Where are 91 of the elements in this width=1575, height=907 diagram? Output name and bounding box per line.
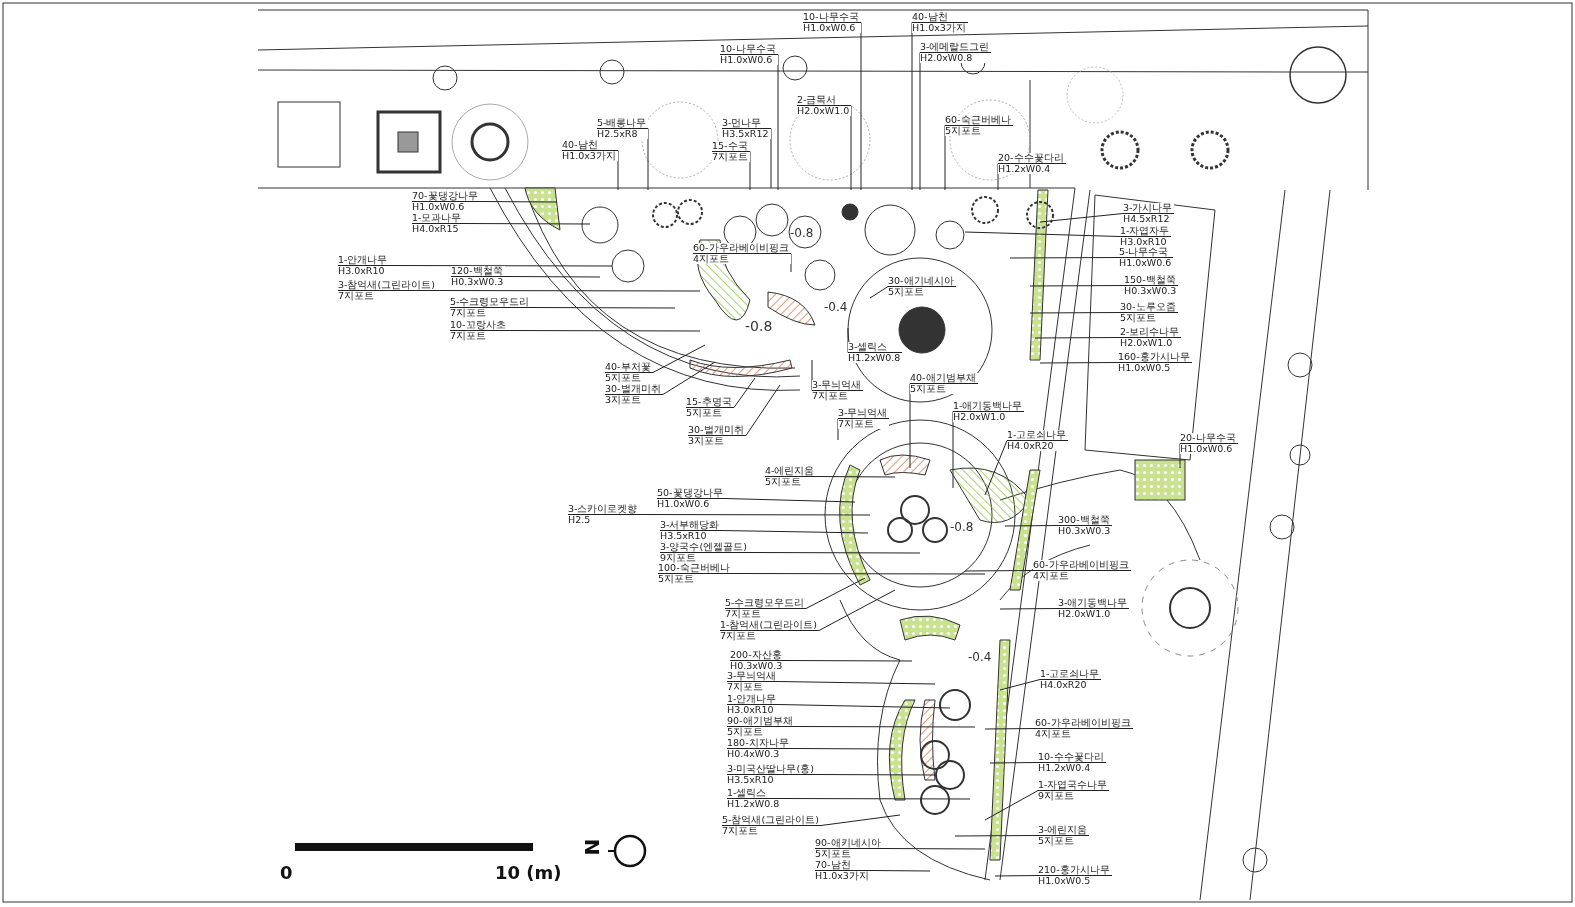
leader-line (662, 361, 716, 395)
leader-line (652, 344, 706, 373)
leader-line (770, 128, 772, 189)
scale-label: 10 (m) (495, 862, 562, 883)
elevation-mark: -0.4 (968, 650, 992, 664)
leader-line (870, 870, 931, 872)
north-label: N (580, 838, 605, 856)
leader-line (790, 253, 792, 273)
elevation-mark: -0.8 (790, 226, 814, 240)
scale-label: 0 (280, 862, 293, 883)
leader-line (638, 514, 871, 516)
leader-line (847, 327, 849, 353)
leader-line (436, 290, 701, 292)
leader-line (749, 151, 751, 191)
leader-line (1034, 337, 1121, 339)
elevation-mark: -0.8 (745, 318, 773, 334)
elevation-mark: -0.4 (824, 300, 848, 314)
leader-line (984, 790, 1039, 821)
leader-line (724, 498, 856, 503)
leader-line (1179, 443, 1181, 469)
leader-line (1009, 257, 1120, 259)
leader-line (805, 577, 866, 609)
plant-spec: H1.2xW0.8 (848, 353, 903, 363)
leader-line (964, 231, 1121, 237)
leader-line (733, 377, 756, 408)
leader-line (479, 201, 558, 203)
plant-spec: H0.3xW0.3 (1124, 286, 1179, 296)
leader-line (837, 418, 839, 441)
leader-line (780, 798, 971, 800)
leader-line (811, 359, 813, 391)
leader-line (815, 476, 896, 478)
leader-line (820, 814, 901, 826)
leader-line (997, 163, 999, 191)
leader-line (964, 570, 1034, 572)
plant-spec: H1.0x3가지 (912, 23, 968, 33)
leader-line (999, 679, 1041, 691)
leader-line (989, 762, 1039, 764)
leader-line (647, 128, 649, 191)
plant-spec: H3.5xR12 (722, 129, 771, 139)
plant-spec: H0.3xW0.3 (451, 277, 506, 287)
leader-line (952, 411, 954, 489)
leader-line (944, 125, 946, 191)
leader-line (748, 552, 921, 554)
leader-line (530, 307, 676, 309)
plant-spec: H1.0xW0.6 (803, 23, 861, 33)
leader-line (720, 530, 869, 534)
plant-spec: H0.3xW0.3 (730, 661, 785, 671)
plant-spec: H1.0x3가지 (562, 151, 618, 161)
leader-line (860, 22, 862, 191)
leader-line (1029, 285, 1125, 287)
plant-spec: H1.2xW0.8 (727, 799, 782, 809)
leader-line (790, 748, 896, 750)
leader-line (1029, 312, 1121, 314)
leader-line (818, 589, 896, 631)
leader-line (777, 704, 951, 709)
plant-spec: 4지포트 (693, 254, 791, 264)
leader-line (462, 223, 591, 225)
leader-line (507, 330, 701, 332)
plant-spec: 7지포트 (838, 419, 890, 429)
leader-line (1039, 213, 1124, 223)
leader-line (869, 286, 889, 299)
plant-spec: H1.0x3가지 (815, 871, 871, 881)
leader-line (984, 440, 1008, 496)
leader-line (984, 728, 1036, 730)
plant-spec: H2.0xW1.0 (797, 106, 852, 116)
leader-line (815, 774, 936, 776)
leader-line (504, 276, 601, 278)
leader-line (999, 608, 1059, 610)
plant-spec: H0.3xW0.3 (1058, 526, 1113, 536)
leader-line (388, 265, 613, 267)
leader-line (1039, 362, 1119, 364)
leader-line (850, 105, 852, 191)
leader-line (777, 681, 936, 685)
leader-line (954, 835, 1039, 837)
leader-line (994, 875, 1039, 877)
leader-line (1004, 525, 1059, 527)
plant-spec: H1.0xW0.6 (720, 55, 778, 65)
leader-line (731, 573, 986, 575)
plant-spec: H2.5xR8 (597, 129, 649, 139)
elevation-mark: -0.8 (950, 520, 974, 534)
leader-line (919, 52, 921, 191)
plant-spec: H1.0xW0.6 (1119, 258, 1174, 268)
leader-line (882, 848, 986, 850)
leader-line (909, 383, 911, 469)
leader-line (617, 150, 619, 191)
leader-line (794, 726, 976, 728)
plant-spec: 7지포트 (712, 152, 751, 162)
leader-line (777, 54, 779, 191)
leader-line (911, 22, 913, 191)
leader-line (745, 384, 781, 436)
leader-line (783, 660, 913, 662)
